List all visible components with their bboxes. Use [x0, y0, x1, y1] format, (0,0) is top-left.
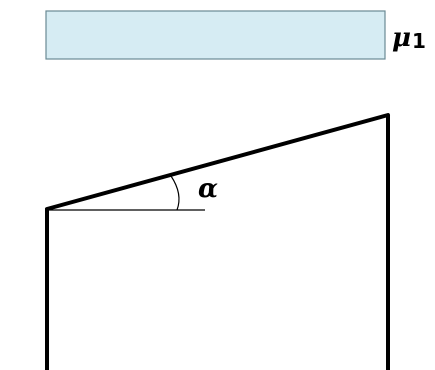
medium-slab	[45, 10, 386, 60]
angle-arc	[170, 175, 180, 211]
slanted-top-edge	[45, 113, 390, 211]
medium-symbol: μ	[392, 23, 412, 53]
medium-subscript: 1	[412, 29, 426, 53]
medium-label: μ1	[392, 23, 426, 56]
angle-label: α	[198, 174, 219, 204]
